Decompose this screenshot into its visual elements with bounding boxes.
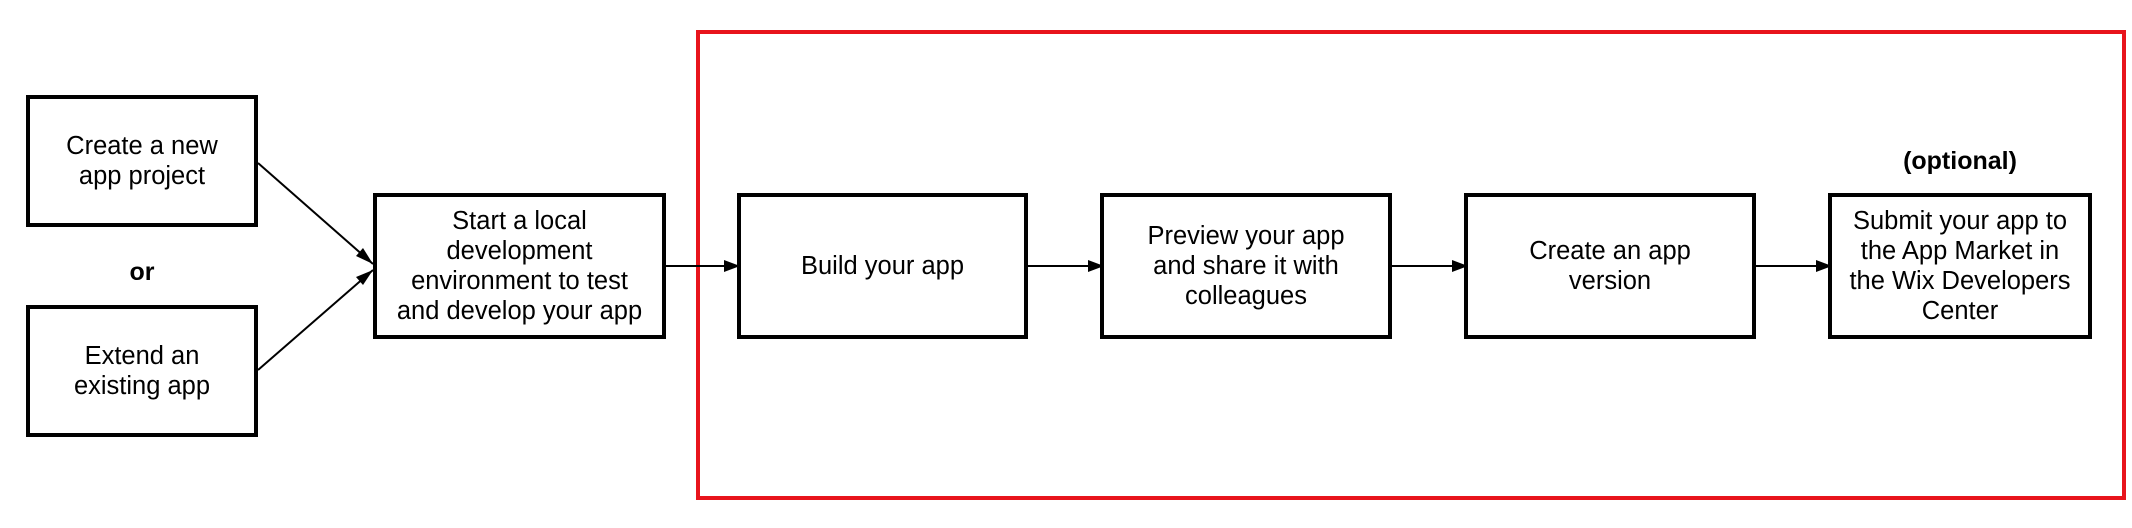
node-build-app-label: Build your app	[800, 252, 965, 280]
arrow-preview-to-version-head	[1452, 260, 1468, 272]
node-create-new-app-label: Create a new app project	[66, 132, 218, 190]
arrow-build-to-preview-head	[1088, 260, 1104, 272]
node-extend-existing-app: Extend an existing app	[26, 305, 258, 437]
node-preview-app-label: Preview your app and share it with colle…	[1147, 222, 1345, 310]
arrow-extend-to-local-head	[356, 270, 373, 285]
arrow-create-to-local-head	[356, 248, 373, 264]
node-create-version: Create an app version	[1464, 193, 1756, 339]
node-extend-existing-app-label: Extend an existing app	[73, 342, 211, 400]
node-submit-app-market-label: Submit your app to the App Market in the…	[1849, 207, 2071, 325]
arrow-extend-to-local	[257, 269, 374, 371]
node-submit-app-market: Submit your app to the App Market in the…	[1828, 193, 2092, 339]
arrow-create-to-local	[257, 162, 374, 265]
node-local-dev-env: Start a local development environment to…	[373, 193, 666, 339]
node-create-version-label: Create an app version	[1529, 237, 1691, 295]
node-preview-app: Preview your app and share it with colle…	[1100, 193, 1392, 339]
arrow-version-to-submit-head	[1816, 260, 1832, 272]
arrow-local-to-build-head	[724, 260, 740, 272]
node-local-dev-env-label: Start a local development environment to…	[396, 207, 643, 325]
node-create-new-app: Create a new app project	[26, 95, 258, 227]
label-or: or	[129, 258, 155, 286]
label-optional: (optional)	[1903, 147, 2017, 175]
node-build-app: Build your app	[737, 193, 1028, 339]
